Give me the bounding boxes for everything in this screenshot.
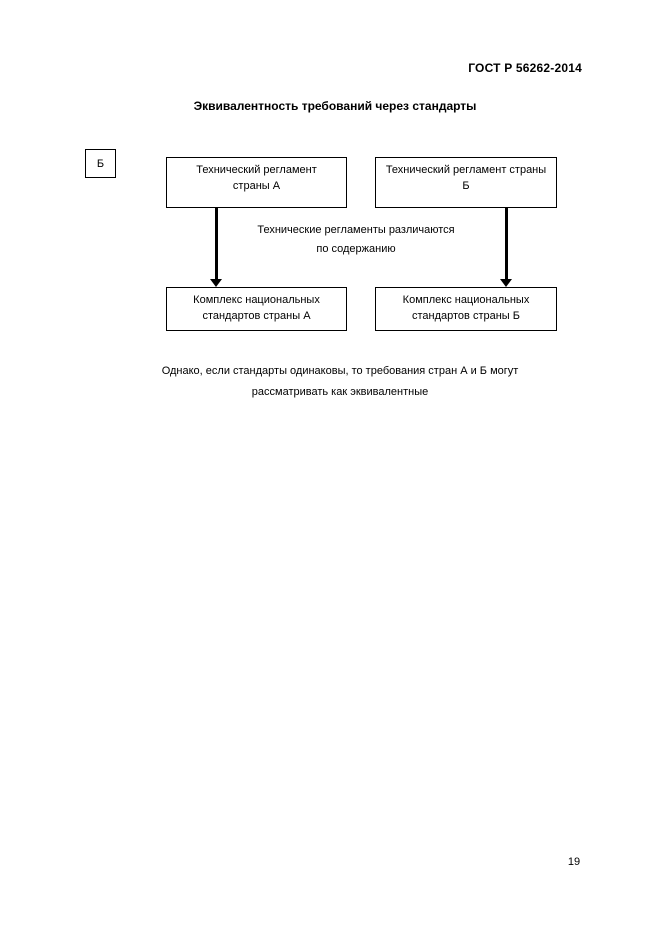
middle-note-line: Технические регламенты различаются bbox=[257, 224, 455, 236]
box-national-standards-country-a: Комплекс национальных стандартов страны … bbox=[166, 287, 347, 331]
box-text-line: Технический регламент bbox=[196, 164, 317, 176]
arrow-down-right-line bbox=[505, 208, 508, 279]
arrow-down-left-head-icon bbox=[210, 279, 222, 287]
diagram-footer-note: Однако, если стандарты одинаковы, то тре… bbox=[80, 361, 600, 403]
box-text-line: Комплекс национальных bbox=[193, 294, 320, 306]
box-tech-regulation-country-a: Технический регламент страны А bbox=[166, 157, 347, 208]
box-national-standards-country-b: Комплекс национальных стандартов страны … bbox=[375, 287, 557, 331]
box-text-line: страны А bbox=[232, 180, 281, 192]
arrow-down-right-head-icon bbox=[500, 279, 512, 287]
figure-title: Эквивалентность требований через стандар… bbox=[193, 99, 477, 113]
box-tech-regulation-country-b: Технический регламент страны Б bbox=[375, 157, 557, 208]
arrow-down-left-line bbox=[215, 208, 218, 279]
box-text-line: Технический регламент страны bbox=[385, 164, 547, 176]
box-text-line: Комплекс национальных bbox=[402, 294, 530, 306]
document-header-code: ГОСТ Р 56262-2014 bbox=[468, 61, 582, 75]
footer-note-line: рассматривать как эквивалентные bbox=[251, 386, 429, 398]
box-text-line: стандартов страны Б bbox=[412, 310, 520, 322]
footer-note-line: Однако, если стандарты одинаковы, то тре… bbox=[161, 365, 519, 377]
middle-note-line: по содержанию bbox=[316, 243, 396, 255]
box-text-line: Б bbox=[462, 180, 470, 192]
page-number: 19 bbox=[567, 856, 581, 868]
box-text-line: стандартов страны А bbox=[202, 310, 311, 322]
diagram-middle-note: Технические регламенты различаются по со… bbox=[181, 221, 531, 259]
figure-side-label: Б bbox=[96, 157, 105, 170]
figure-side-label-box: Б bbox=[85, 149, 116, 178]
